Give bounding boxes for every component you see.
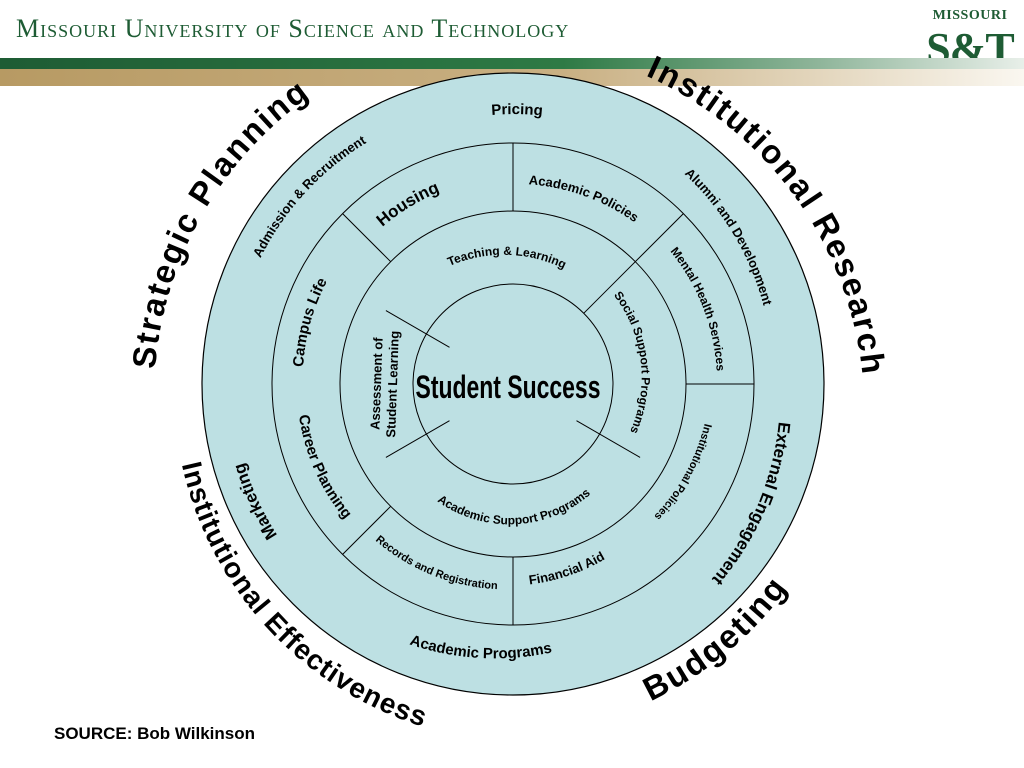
ring2-divider (583, 261, 636, 314)
assessment-label: Assessment of Student Learning (367, 330, 402, 437)
page-title: Missouri University of Science and Techn… (16, 14, 570, 43)
center-label: Student Success (416, 369, 601, 405)
ring2-divider (385, 420, 450, 458)
ring3-divider (342, 213, 392, 263)
assessment-line1: Assessment of (367, 337, 385, 431)
inner-circle (412, 283, 614, 485)
ring3-divider (634, 213, 684, 263)
source-caption: SOURCE: Bob Wilkinson (54, 724, 256, 743)
logo-top-text: MISSOURI (932, 8, 1008, 23)
header-band-green (0, 58, 1024, 69)
ring3-divider (342, 505, 392, 555)
assessment-line2: Student Learning (383, 330, 402, 437)
pricing-label: Pricing (491, 101, 544, 120)
ring2-divider (576, 420, 641, 458)
ring2-divider (385, 310, 450, 348)
